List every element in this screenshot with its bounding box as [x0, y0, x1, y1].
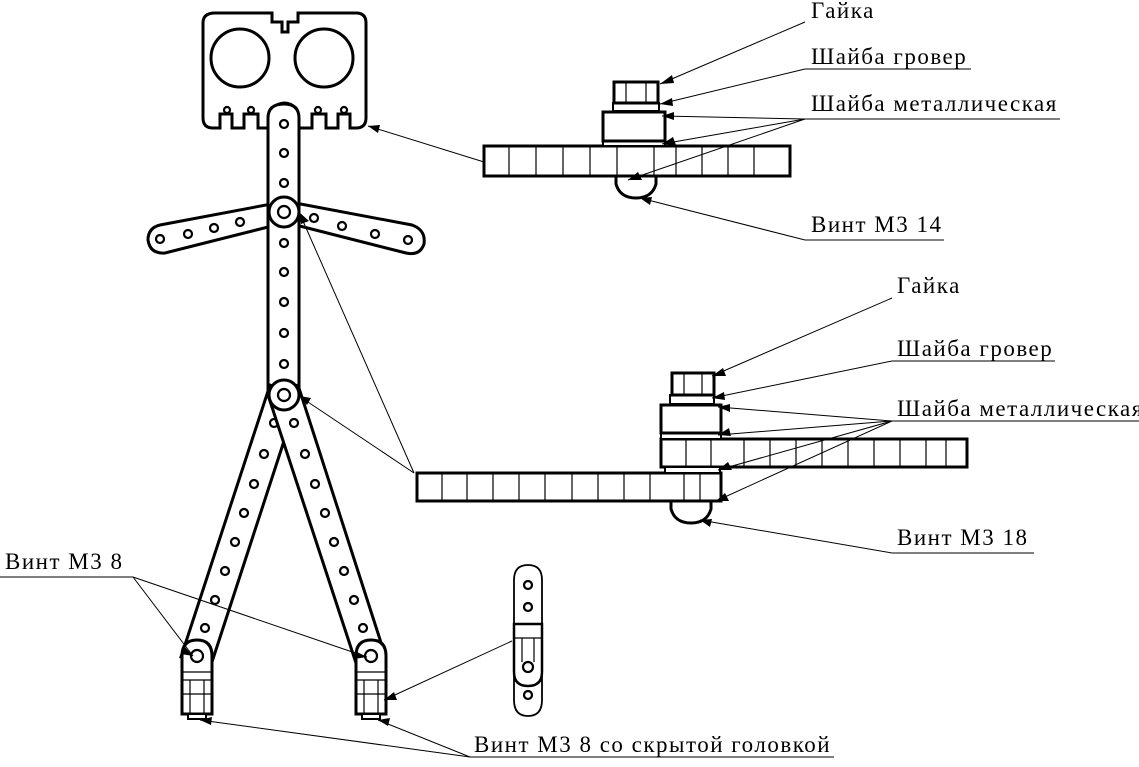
left-arm-strip	[146, 200, 290, 255]
right-arm-strip	[282, 200, 426, 256]
section-detail-mid	[415, 371, 969, 525]
foot-bracket-detail	[512, 564, 544, 717]
screw-head-m3-14	[614, 174, 658, 200]
label-screw-m3-18: Винт М3 18	[897, 525, 1028, 550]
label-screw-m3-8-hidden: Винт М3 8 со скрытой головкой	[474, 732, 831, 757]
head-plate	[201, 11, 368, 130]
label-screw-m3-8: Винт М3 8	[5, 549, 123, 574]
head-eye-left	[209, 27, 271, 89]
label-nut-mid: Гайка	[897, 273, 961, 298]
arrowheads	[181, 75, 732, 726]
metal-washer-mid-between	[664, 466, 721, 474]
label-grover-mid: Шайба гровер	[897, 336, 1053, 361]
label-grover-top: Шайба гровер	[811, 44, 967, 69]
nut-top	[612, 80, 660, 105]
leader-lines	[0, 21, 1139, 758]
screw-head-m3-18	[669, 499, 713, 525]
label-nut-top: Гайка	[811, 0, 875, 23]
metal-washer-mid-upper	[659, 403, 723, 435]
label-metal-washer-top: Шайба металлическая	[811, 91, 1058, 116]
hip-joint	[267, 378, 301, 412]
nut-mid	[670, 371, 716, 397]
right-leg-strip	[266, 383, 387, 665]
label-screw-m3-14: Винт М3 14	[811, 212, 942, 237]
head-eye-right	[293, 27, 355, 89]
label-metal-washer-mid: Шайба металлическая	[897, 396, 1139, 421]
right-foot	[354, 638, 388, 720]
left-foot	[180, 638, 214, 720]
body-strip	[266, 102, 301, 397]
metal-washer-top-upper	[601, 110, 667, 143]
